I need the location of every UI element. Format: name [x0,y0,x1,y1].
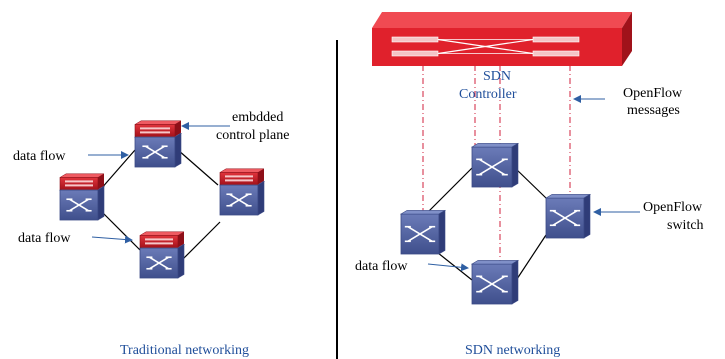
link-bottom-left [99,209,141,251]
link-top-right [177,149,219,186]
network-switch-icon [138,231,186,279]
sdn-links [427,167,547,283]
sdn-controller-label-line2: Controller [459,87,517,102]
sdn-controller-label-line1: SDN [483,69,511,84]
label-data-flow-bottom: data flow [18,231,71,246]
label-data-flow-top: data flow [13,149,66,164]
label-control-plane: control plane [216,128,289,143]
network-switch-icon [544,193,592,239]
link-bottom-right [179,221,221,263]
sdn-link-top-right [514,167,547,199]
network-switch-icon [399,209,447,255]
annotation-arrows [88,95,640,272]
control-plane-icon [134,120,182,137]
arrow-data-flow-bottom [91,235,133,244]
sdn-link-left-top [427,167,473,213]
switches-layer [58,120,592,305]
label-openflow-switch-2: switch [667,218,704,233]
network-switch-icon [218,168,266,216]
network-switch-icon [470,259,520,305]
label-openflow-messages-2: messages [627,103,680,118]
sdn-controller-icon [372,12,632,66]
caption-sdn: SDN networking [465,343,560,358]
link-top-left [99,149,136,191]
sdn-link-bottom-right [514,234,547,283]
control-plane-icon [59,173,105,190]
caption-traditional: Traditional networking [120,343,249,358]
label-sdn-data-flow: data flow [355,259,408,274]
arrow-sdn-data-flow [427,263,469,272]
network-switch-icon [470,142,520,188]
label-openflow-messages-1: OpenFlow [623,86,683,101]
control-plane-icon [139,231,185,248]
control-plane-icon [219,168,265,185]
openflow-channels [422,65,571,262]
label-openflow-switch-1: OpenFlow [643,200,703,215]
label-embdded: embdded [232,110,283,125]
network-switch-icon [133,120,183,168]
traditional-links [99,149,221,263]
network-switch-icon [58,173,106,221]
